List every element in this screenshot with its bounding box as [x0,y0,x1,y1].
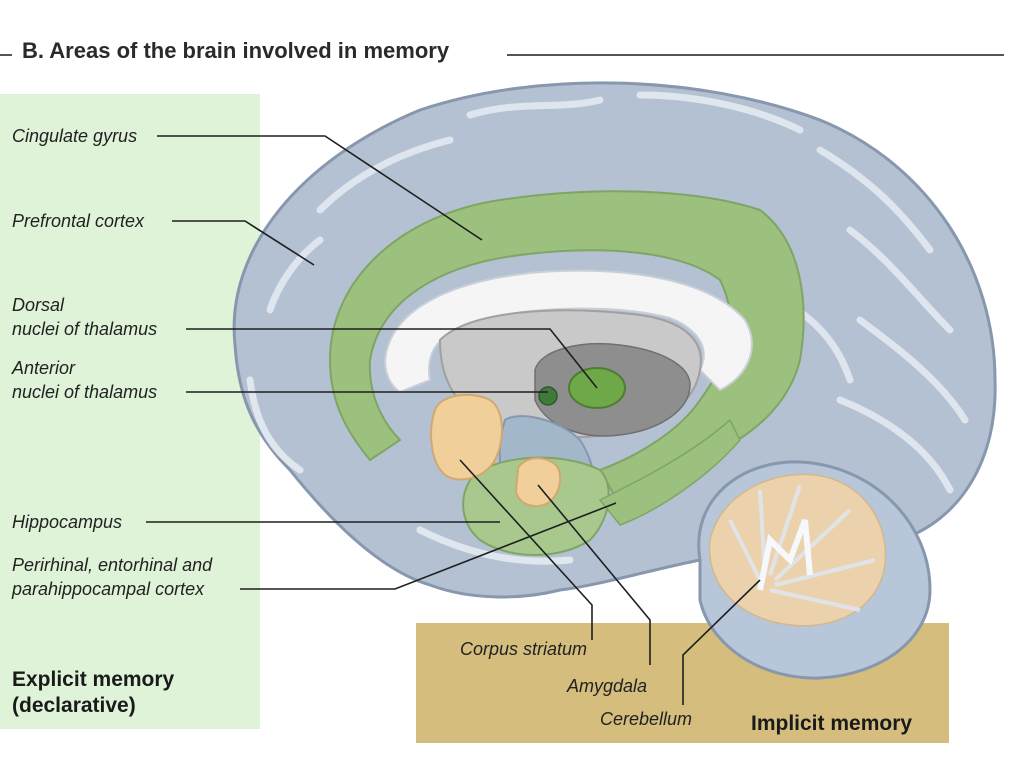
leader-amygdala [537,484,651,665]
label-cingulate-gyrus: Cingulate gyrus [12,126,138,146]
leader-perirhinal-cortex [240,502,617,590]
label-dorsal-line2: nuclei of thalamus [12,319,158,339]
label-amygdala: Amygdala [567,676,648,696]
title-rule-right [507,54,1004,56]
corpus-striatum-region [430,393,503,481]
label-anterior-line1: Anterior [12,358,76,378]
label-dorsal-line1: Dorsal [12,295,65,315]
explicit-memory-heading-line2: (declarative) [12,694,136,717]
leader-cingulate-gyrus [157,135,483,241]
label-anterior-line2: nuclei of thalamus [12,382,158,402]
label-prefrontal-cortex: Prefrontal cortex [12,211,145,231]
label-corpus-striatum: Corpus striatum [460,639,588,659]
leader-cerebellum [682,579,761,705]
title-rule-left [0,54,12,56]
label-hippocampus: Hippocampus [12,512,123,532]
figure-title: B. Areas of the brain involved in memory [22,38,450,63]
explicit-memory-panel [0,94,260,729]
explicit-memory-heading-line1: Explicit memory [12,668,175,691]
cingulate-gyrus-region [328,190,805,507]
implicit-memory-heading: Implicit memory [751,712,913,735]
leader-prefrontal-cortex [172,220,315,266]
cerebellum-core [708,473,887,627]
leader-corpus-striatum [459,459,593,640]
label-perirhinal-line2: parahippocampal cortex [12,579,205,599]
leader-dorsal-nuclei [186,328,598,389]
label-cerebellum: Cerebellum [600,709,693,729]
arbor-vitae [757,518,813,591]
anterior-nuclei-thalamus [538,386,558,406]
label-perirhinal-line1: Perirhinal, entorhinal and [12,555,213,575]
leader-lines [146,135,761,705]
gyri-texture [246,91,969,565]
cerebellum-folia [728,484,876,612]
amygdala-region [514,457,562,508]
parahippocampal-region [598,418,741,526]
